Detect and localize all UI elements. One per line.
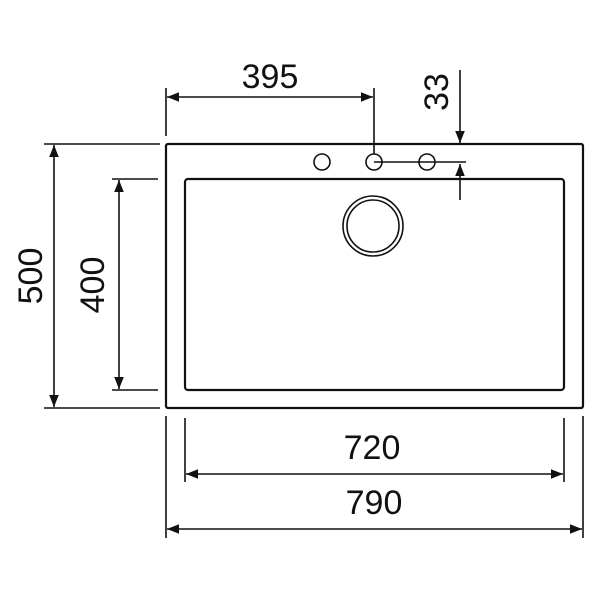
dimension-tap-offset: 395: [165, 58, 375, 154]
drain-inner-ring: [346, 199, 400, 253]
dimension-inner-height: 400: [74, 178, 158, 391]
sink-inner-basin: [183, 177, 566, 392]
sink-outer-rim: [164, 142, 585, 410]
dimension-tap-depth: 33: [374, 70, 466, 200]
tap-hole-left: [313, 153, 331, 171]
dimension-label-inner-height: 400: [74, 257, 112, 314]
drain-outer-ring: [342, 195, 404, 257]
dimension-label-inner-width: 720: [344, 429, 401, 467]
dimension-label-tap-depth: 33: [418, 73, 456, 111]
dimension-label-tap-offset: 395: [242, 58, 299, 96]
dimension-label-outer-width: 790: [346, 484, 403, 522]
drain: [342, 195, 404, 257]
dimension-label-outer-height: 500: [12, 248, 50, 305]
dimension-inner-width: 720: [184, 418, 565, 482]
dimension-outer-height: 500: [12, 143, 160, 409]
dimension-outer-width: 790: [165, 416, 584, 538]
